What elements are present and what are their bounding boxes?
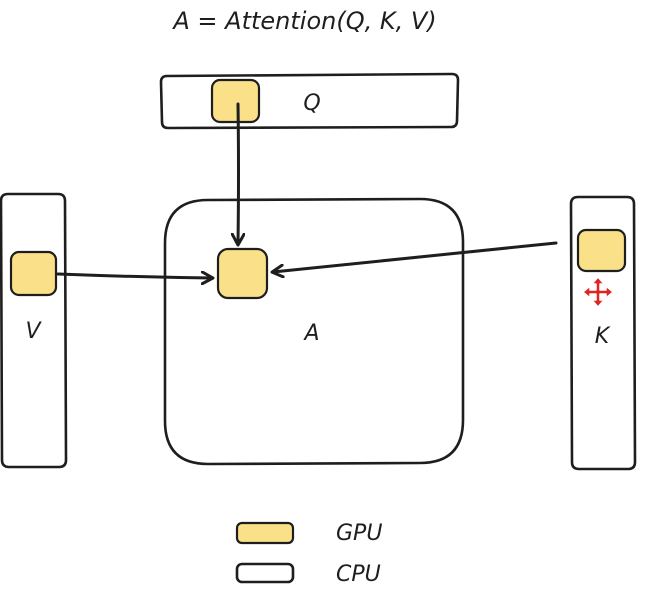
arrow-q-to-a xyxy=(238,102,239,244)
diagram-title: A = Attention(Q, K, V) xyxy=(171,7,436,35)
k-gpu-cell[interactable] xyxy=(576,228,627,273)
legend-gpu-swatch xyxy=(235,521,295,545)
v-block[interactable]: V xyxy=(0,192,68,469)
k-label: K xyxy=(595,324,611,349)
arrow-v-to-a xyxy=(56,274,212,278)
q-block[interactable]: Q xyxy=(159,72,460,130)
v-label: V xyxy=(25,319,42,344)
q-gpu-cell[interactable] xyxy=(210,78,261,124)
v-gpu-cell[interactable] xyxy=(9,250,58,297)
a-gpu-cell[interactable] xyxy=(216,247,269,300)
a-label: A xyxy=(302,321,319,346)
arrow-k-to-a xyxy=(273,241,558,272)
k-block[interactable]: K xyxy=(569,195,637,471)
legend-gpu-label: GPU xyxy=(336,521,382,546)
legend-cpu-label: CPU xyxy=(336,562,381,587)
a-block[interactable]: A xyxy=(163,197,465,466)
q-label: Q xyxy=(303,91,320,116)
move-cursor-icon xyxy=(582,276,614,308)
legend: GPU CPU xyxy=(235,521,382,587)
legend-cpu-swatch xyxy=(235,562,295,584)
